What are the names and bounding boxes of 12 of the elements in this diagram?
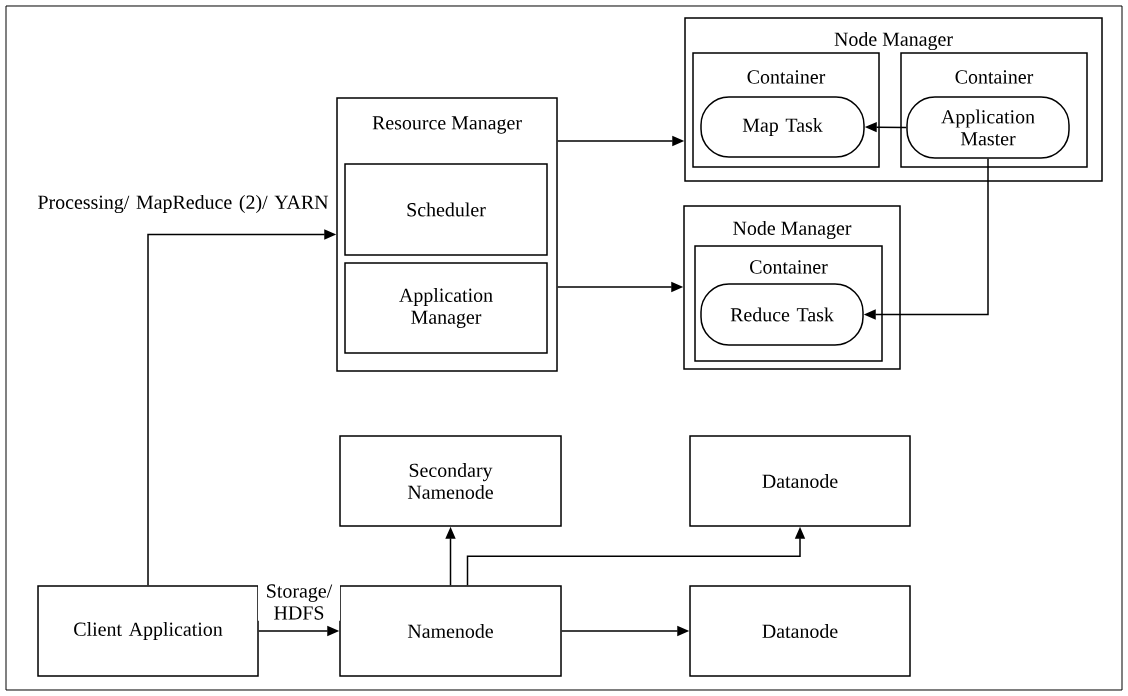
task-pill: Application Master — [906, 96, 1070, 159]
process-box: Namenode — [339, 585, 562, 677]
edge-label: Processing/ MapReduce (2)/ YARN — [34, 193, 332, 215]
process-box: Scheduler — [344, 163, 548, 256]
process-box: Client Application — [37, 585, 259, 677]
task-pill: Reduce Task — [700, 283, 864, 346]
process-box: Secondary Namenode — [339, 435, 562, 527]
process-box: Datanode — [689, 435, 911, 527]
process-box: Datanode — [689, 585, 911, 677]
process-box: Application Manager — [344, 262, 548, 354]
edge-label: Storage/ HDFS — [258, 583, 340, 621]
task-pill: Map Task — [700, 96, 865, 158]
